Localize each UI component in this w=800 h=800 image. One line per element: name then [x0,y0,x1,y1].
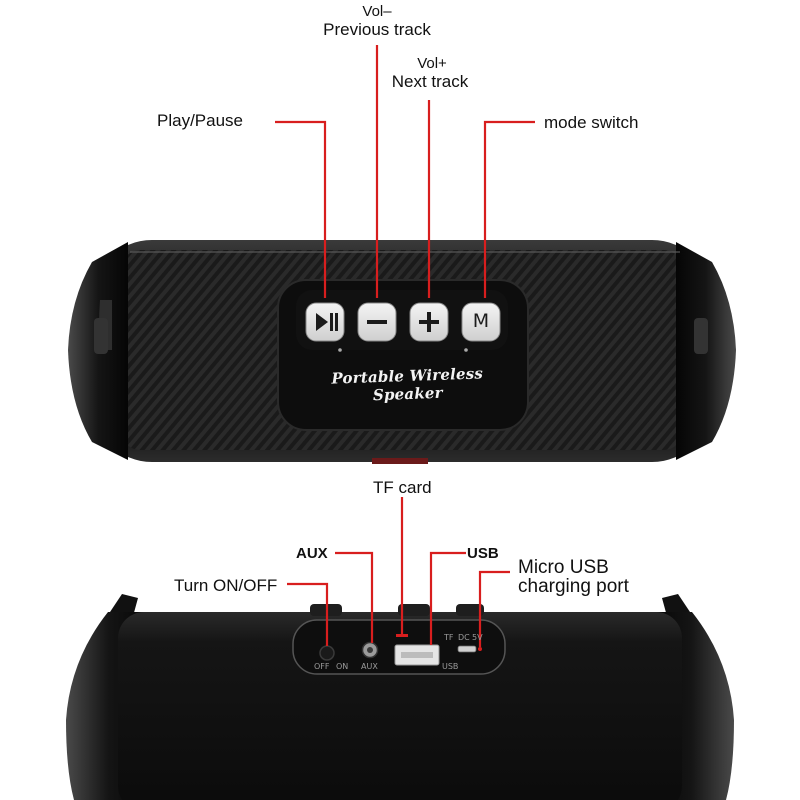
mode-switch-label: mode switch [544,113,639,132]
button-cluster [296,290,508,350]
speaker-bottom-view [66,594,734,800]
tf-mark: TF [444,633,454,642]
brand-text: Portable Wireless Speaker [331,364,484,405]
vol-minus-label: Vol– [362,3,392,20]
usb-mark: USB [442,662,459,671]
play-pause-icon [316,313,338,331]
usb-label: USB [467,545,499,562]
micro-usb-label-line1: Micro USB [518,557,609,578]
micro-usb-port[interactable] [457,645,477,653]
plus-icon [419,312,439,332]
previous-track-label: Previous track [323,20,431,39]
charging-led [478,647,482,651]
off-mark: OFF [314,662,330,671]
status-led-left [338,348,342,352]
speaker-top-view [68,240,736,464]
vol-plus-label: Vol+ [417,55,447,72]
turn-on-off-label: Turn ON/OFF [174,576,278,595]
micro-usb-label-line2: charging port [518,576,629,597]
next-track-label: Next track [391,72,469,91]
right-strap-mount [694,318,708,354]
power-switch[interactable] [319,645,335,661]
five-v-mark: 5V [472,633,483,642]
tf-card-label: TF card [373,478,432,497]
tf-card-slot[interactable] [396,634,408,637]
on-mark: ON [336,662,349,671]
play-pause-label: Play/Pause [157,111,243,130]
dc-mark: DC [458,633,470,642]
top-callout-lines [275,45,535,298]
minus-icon [367,320,387,324]
mode-icon: M [472,310,490,332]
bottom-callout-lines [287,497,510,647]
left-strap-mount [94,318,108,354]
aux-label: AUX [296,545,328,562]
bottom-speaker-body [118,612,682,800]
mode-button[interactable] [461,302,501,342]
status-led-right [464,348,468,352]
aux-mark: AUX [361,662,378,671]
